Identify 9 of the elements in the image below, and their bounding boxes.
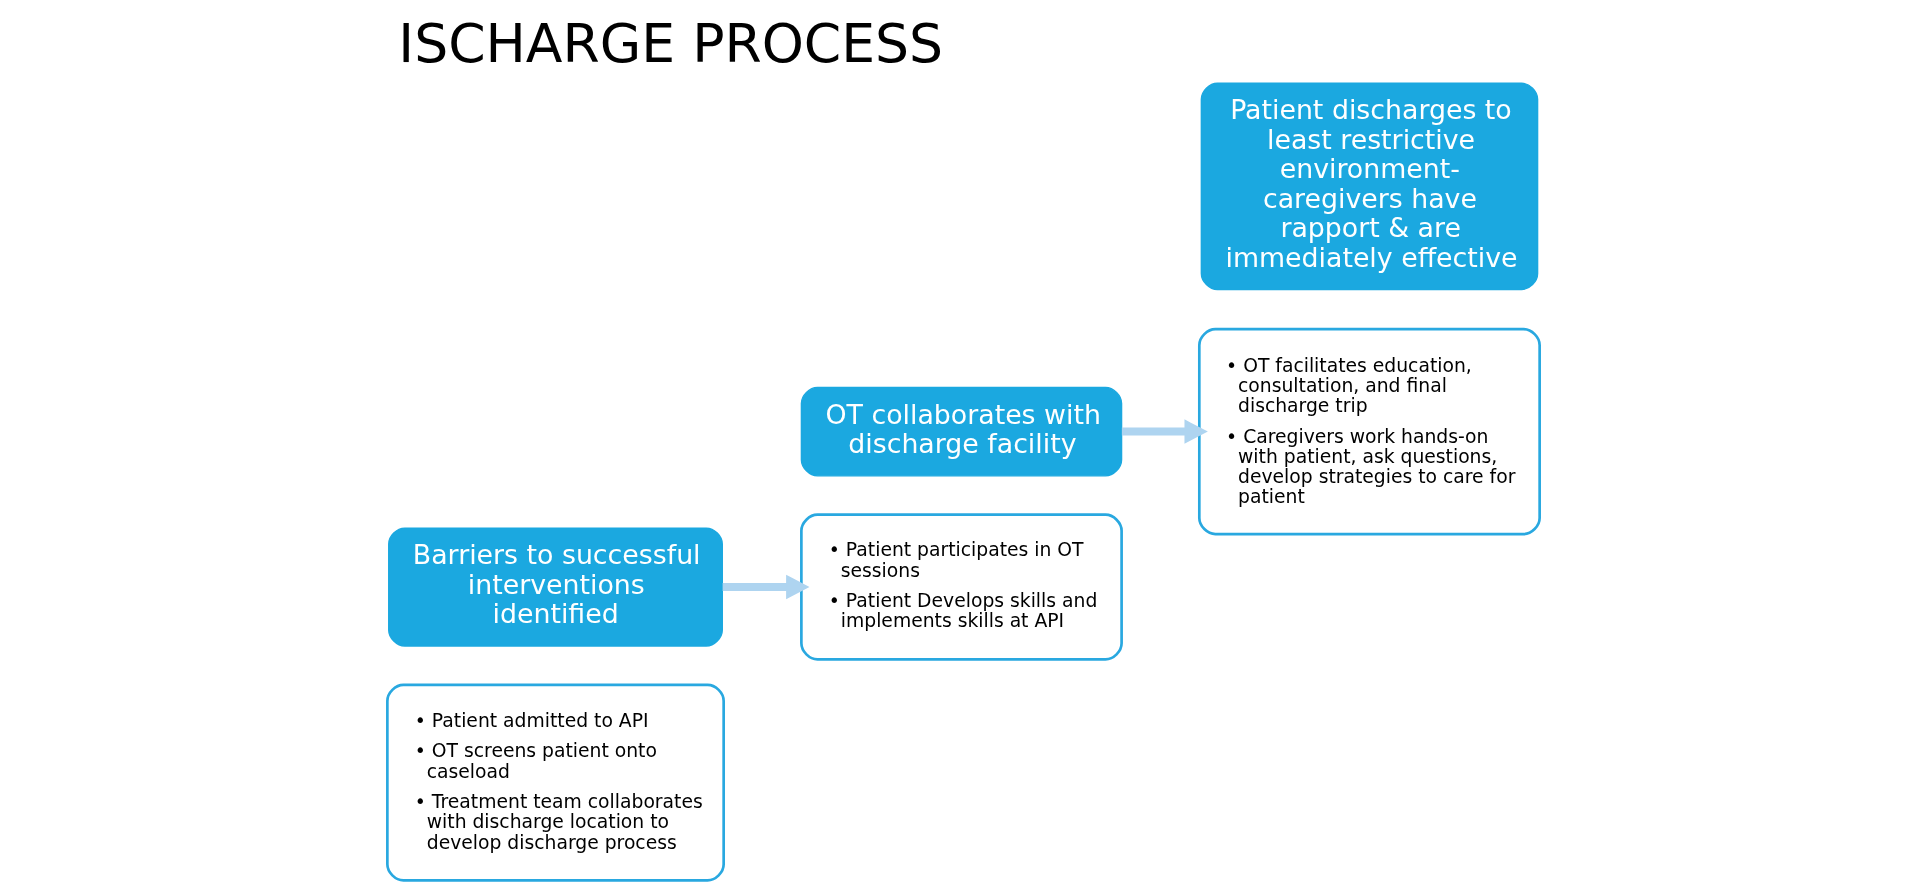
node-box: Barriers to successful interventions identified [387,527,723,647]
node-box: • Patient admitted to API • OT screens patient onto caseload • Treatment team collaborates with discharge location to develop discharge process [385,683,725,882]
node-box: • Patient participates in OT sessions • Patient Develops skills and implements skills at API [799,513,1123,661]
arrow [722,574,809,600]
node-box: • OT facilitates education, consultation, and final discharge trip • Caregivers work hands-on with patient, ask questions, develop strategies to care for patient [1197,327,1541,536]
node-box: Patient discharges to least restrictive environment- caregivers have rapport & are immediately effective [1200,82,1538,291]
node-box: OT collaborates with discharge facility [800,386,1122,477]
arrow [1121,419,1208,444]
diagram-title: ISCHARGE PROCESS [397,11,943,75]
